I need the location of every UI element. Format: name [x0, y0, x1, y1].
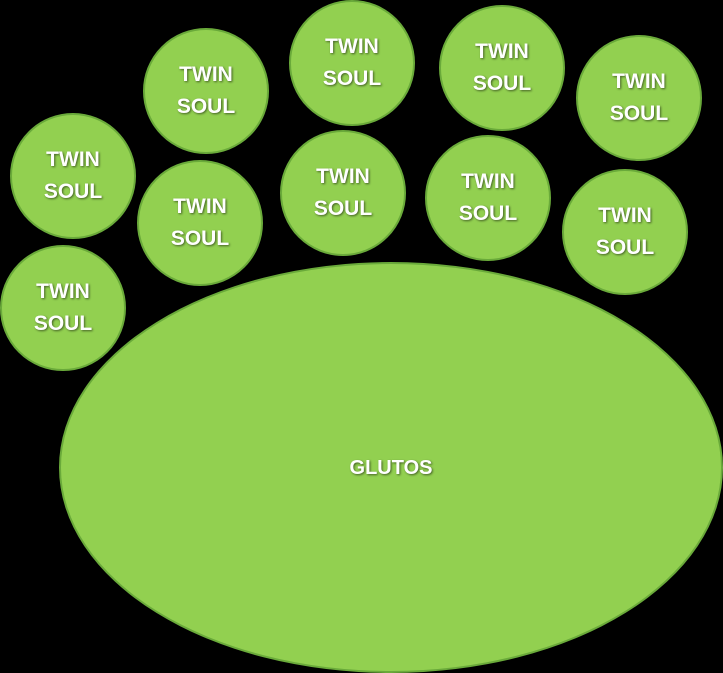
circle-label: TWIN SOUL — [313, 165, 373, 220]
circle-label: TWIN SOUL — [472, 40, 532, 95]
main-ellipse-glutos: GLUTOS — [59, 262, 723, 673]
circle-twin-soul: TWIN SOUL — [10, 113, 136, 239]
circle-twin-soul: TWIN SOUL — [576, 35, 702, 161]
circle-twin-soul: TWIN SOUL — [425, 135, 551, 261]
circle-label: TWIN SOUL — [176, 63, 236, 118]
circle-twin-soul: TWIN SOUL — [280, 130, 406, 256]
circle-label: TWIN SOUL — [33, 280, 93, 335]
circle-twin-soul: TWIN SOUL — [0, 245, 126, 371]
circle-twin-soul: TWIN SOUL — [289, 0, 415, 126]
circle-label: TWIN SOUL — [322, 35, 382, 90]
circle-twin-soul: TWIN SOUL — [143, 28, 269, 154]
circle-twin-soul: TWIN SOUL — [137, 160, 263, 286]
circle-label: TWIN SOUL — [595, 204, 655, 259]
main-label: GLUTOS — [349, 456, 433, 479]
circle-twin-soul: TWIN SOUL — [562, 169, 688, 295]
circle-label: TWIN SOUL — [609, 70, 669, 125]
circle-label: TWIN SOUL — [43, 148, 103, 203]
circle-label: TWIN SOUL — [458, 170, 518, 225]
circle-label: TWIN SOUL — [170, 195, 230, 250]
circle-twin-soul: TWIN SOUL — [439, 5, 565, 131]
